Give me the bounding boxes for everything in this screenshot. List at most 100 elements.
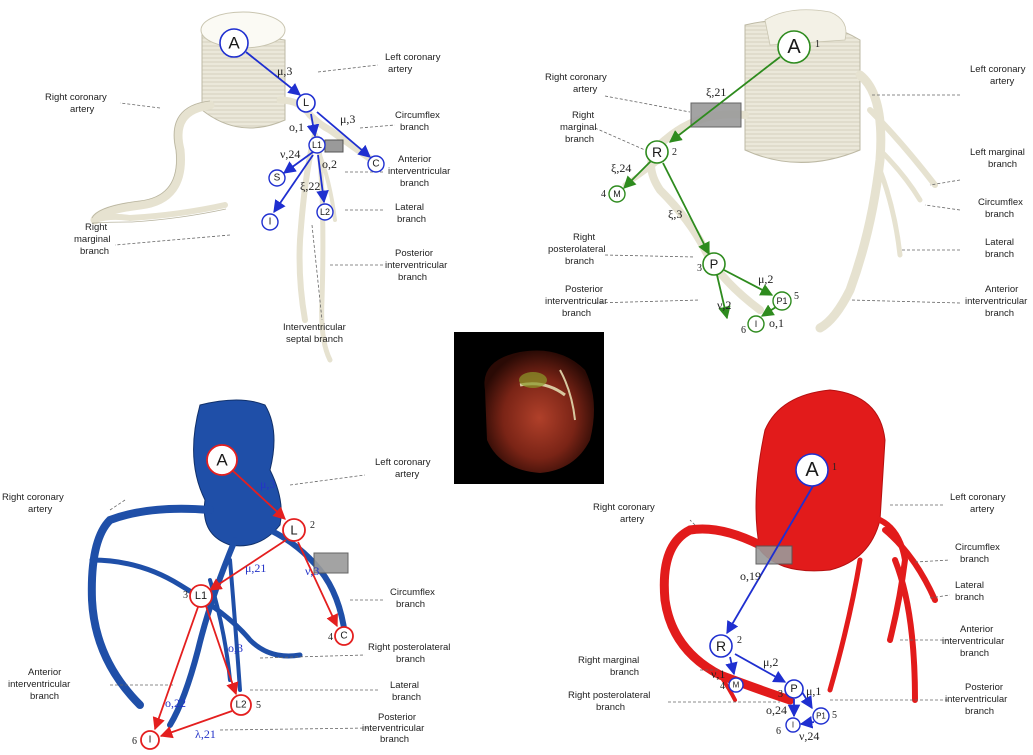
label-right-posterolateral-branch: Right posterolateralbranch xyxy=(568,690,650,713)
node-l1-index: 3 xyxy=(183,590,188,601)
edge-label-p-p1: μ,2 xyxy=(758,272,773,286)
label-right-marginal-branch: Rightmarginalbranch xyxy=(74,222,110,257)
node-p-index: 3 xyxy=(778,689,783,700)
node-r-label: R xyxy=(652,144,662,160)
node-r-label: R xyxy=(716,638,726,654)
node-l2-label: L2 xyxy=(235,700,247,711)
vessels-blue xyxy=(92,509,345,725)
node-i-index: 6 xyxy=(741,325,746,336)
heart-render-image xyxy=(454,332,604,484)
node-r-index: 2 xyxy=(737,635,742,646)
edge-label-l1-l2: o,2 xyxy=(322,157,337,171)
aorta-blue xyxy=(194,400,282,546)
edge-label-l-l1: μ,21 xyxy=(245,561,266,575)
node-m-label: M xyxy=(733,681,740,690)
node-m-label: M xyxy=(613,189,621,199)
edge-label-a-l: μ,3 xyxy=(277,64,292,78)
vessels-white xyxy=(95,100,372,360)
node-m-index: 4 xyxy=(601,189,606,200)
edge-label-l-l1: o,1 xyxy=(289,120,304,134)
edge-label-r-m: ν,1 xyxy=(711,667,725,681)
edge-label-a-r: ξ,21 xyxy=(706,85,726,99)
node-l1-label: L1 xyxy=(312,140,322,150)
edge-label-r-p: μ,2 xyxy=(763,655,778,669)
node-l-label: L xyxy=(290,523,297,538)
node-a-label: A xyxy=(805,459,819,481)
edge-label-p-i: ν,2 xyxy=(717,298,731,312)
edge-label-l1-s: ν,24 xyxy=(280,147,300,161)
occlusion-box xyxy=(756,546,792,564)
label-circumflex-branch: Circumflexbranch xyxy=(390,587,435,610)
edge-label-p1-i: ν,24 xyxy=(799,729,819,743)
node-c-label: C xyxy=(372,159,379,170)
label-left-marginal-branch: Left marginalbranch xyxy=(970,147,1025,170)
node-c-label: C xyxy=(340,631,347,642)
edge-label-r-m: ξ,24 xyxy=(611,161,631,175)
graph-top-left-edge-labels: μ,3 o,1 μ,3 ν,24 o,2 ξ,22 xyxy=(277,64,355,193)
edge-label-l2-i: λ,21 xyxy=(195,727,216,741)
edge-label-l1-l2: o,3 xyxy=(228,641,243,655)
aorta-white xyxy=(201,12,285,128)
node-a-label: A xyxy=(787,36,801,58)
node-l-label: L xyxy=(303,97,309,109)
node-l-index: 2 xyxy=(310,520,315,531)
node-a-label: A xyxy=(228,34,240,53)
node-a-index: 1 xyxy=(815,39,820,50)
node-i-index: 6 xyxy=(776,726,781,737)
label-anterior-interventricular-branch: Anteriorinterventricularbranch xyxy=(965,284,1027,319)
node-l2-index: 5 xyxy=(256,700,261,711)
node-i-index: 6 xyxy=(132,736,137,747)
node-p-label: P xyxy=(710,257,719,272)
node-m-index: 4 xyxy=(720,681,725,692)
label-right-coronary-artery: Right coronaryartery xyxy=(593,502,655,525)
node-a-index: 1 xyxy=(832,462,837,473)
edge-label-p1-i: o,1 xyxy=(769,316,784,330)
node-p1-index: 5 xyxy=(832,710,837,721)
edge-label-a-l: μ,3 xyxy=(260,477,275,491)
graph-bottom-right-edge-labels: o,19 ν,1 μ,2 μ,1 o,24 ν,24 xyxy=(711,569,821,743)
edge-label-l-c: ν,3 xyxy=(305,564,319,578)
node-l2-label: L2 xyxy=(320,207,330,217)
edge-label-l-c: μ,3 xyxy=(340,112,355,126)
node-r-index: 2 xyxy=(672,147,677,158)
label-left-coronary-artery: Left coronaryartery xyxy=(970,64,1026,87)
node-l1-label: L1 xyxy=(195,590,207,602)
node-a-label: A xyxy=(216,451,228,470)
edge-label-l1-i: o,22 xyxy=(165,696,186,710)
node-p-index: 3 xyxy=(697,263,702,274)
label-anterior-interventricular-branch: Anteriorinterventricularbranch xyxy=(942,624,1004,659)
node-c-index: 4 xyxy=(328,632,333,643)
edge-label-r-p: ξ,3 xyxy=(668,207,682,221)
node-i-label: I xyxy=(269,217,272,228)
label-right-coronary-artery: Right coronaryartery xyxy=(45,92,107,115)
edge-label-p-p1: μ,1 xyxy=(806,684,821,698)
panel-bottom-left: Left coronaryartery Right coronaryartery… xyxy=(2,400,450,749)
label-anterior-interventricular-branch: Anteriorinterventricularbranch xyxy=(388,154,450,189)
node-i-label: I xyxy=(792,721,794,730)
edge-label-p-i: o,24 xyxy=(766,703,787,717)
label-right-posterolateral-branch: Rightposterolateralbranch xyxy=(548,232,606,267)
label-left-coronary-artery: Left coronaryartery xyxy=(375,457,431,480)
node-p1-label: P1 xyxy=(816,712,826,721)
node-i-label: I xyxy=(755,319,758,329)
